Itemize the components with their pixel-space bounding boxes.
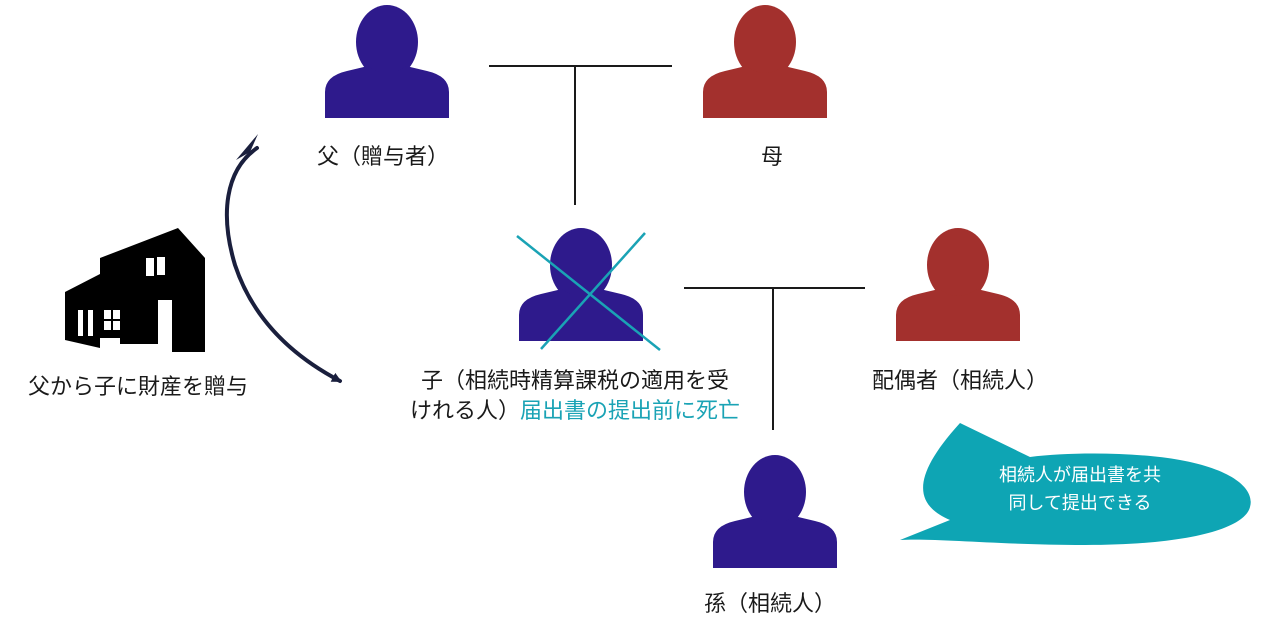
house-icon bbox=[65, 228, 205, 352]
child-death-note: 届出書の提出前に死亡 bbox=[520, 399, 741, 424]
gift-arrow bbox=[224, 146, 342, 383]
child-label-line2: けれる人）届出書の提出前に死亡 bbox=[410, 397, 740, 427]
callout-text: 相続人が届出書を共 同して提出できる bbox=[940, 462, 1220, 518]
child-label-line1: 子（相続時精算課税の適用を受 bbox=[420, 369, 729, 394]
father-label: 父（贈与者） bbox=[316, 145, 450, 170]
grandchild-icon bbox=[713, 455, 837, 568]
mother-icon bbox=[703, 5, 827, 118]
father-icon bbox=[325, 5, 449, 118]
callout-line1: 相続人が届出書を共 bbox=[999, 465, 1161, 486]
spouse-icon bbox=[896, 228, 1020, 341]
callout-bubble bbox=[900, 423, 1251, 545]
callout-line2: 同して提出できる bbox=[1008, 493, 1152, 514]
connector-lines bbox=[489, 65, 865, 430]
spouse-label: 配偶者（相続人） bbox=[871, 369, 1049, 394]
child-icon bbox=[519, 228, 643, 341]
mother-label: 母 bbox=[760, 145, 784, 170]
child-label: 子（相続時精算課税の適用を受 けれる人）届出書の提出前に死亡 bbox=[410, 367, 740, 427]
gift-label: 父から子に財産を贈与 bbox=[27, 375, 249, 400]
grandchild-label: 孫（相続人） bbox=[703, 592, 837, 617]
child-label-line2-prefix: けれる人） bbox=[409, 399, 520, 424]
gift-arrow-tail bbox=[236, 134, 258, 160]
deceased-cross-icon bbox=[516, 232, 661, 351]
